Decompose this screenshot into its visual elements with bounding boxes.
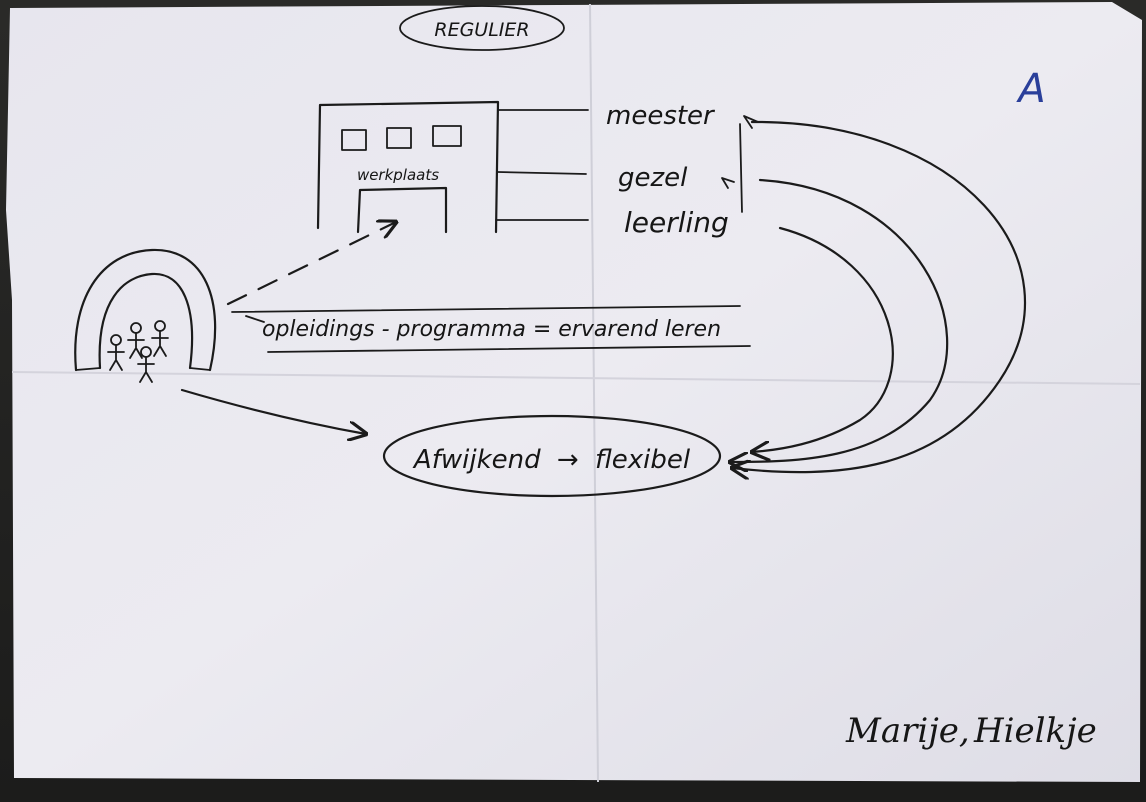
arrow-leerling-outcome xyxy=(752,226,894,452)
level-gezel: gezel xyxy=(618,163,688,193)
program-text: opleidings - programma = ervarend leren xyxy=(262,317,721,342)
dashed-arrow-to-workshop xyxy=(226,222,396,306)
outcome-to: flexibel xyxy=(595,445,691,475)
outcome-text: Afwijkend → flexibel xyxy=(412,445,691,475)
arrow-tunnel-outcome xyxy=(180,388,366,434)
levels-bracket xyxy=(739,123,743,213)
meester-hook xyxy=(743,115,759,129)
connector-gezel xyxy=(497,171,587,175)
workshop-building: werkplaats xyxy=(316,100,500,234)
workshop-door xyxy=(356,186,448,234)
outcome-arrow: → xyxy=(557,445,579,475)
fold-line-vertical xyxy=(589,3,599,783)
arrow-gezel-outcome xyxy=(730,178,949,462)
corner-letter: A xyxy=(1015,66,1045,112)
author-1: Marije, xyxy=(845,711,970,751)
regulier-ellipse xyxy=(399,5,565,51)
arrow-meester-outcome xyxy=(732,120,1027,472)
program-line-top xyxy=(231,305,741,313)
stick-figures xyxy=(107,320,169,383)
fold-line-horizontal xyxy=(11,371,1141,385)
author-2: Hielkje xyxy=(973,711,1097,751)
program-underline xyxy=(267,345,751,353)
program-pointer-line xyxy=(245,315,265,323)
regulier-title: REGULIER xyxy=(434,19,529,41)
gezel-hook xyxy=(721,177,735,189)
outcome-from: Afwijkend xyxy=(412,445,541,475)
outcome-ellipse xyxy=(382,414,722,498)
werkplaats-label: werkplaats xyxy=(357,166,439,184)
paper-sheet xyxy=(6,2,1142,782)
tunnel-arch xyxy=(74,248,217,372)
level-meester: meester xyxy=(606,101,716,131)
level-leerling: leerling xyxy=(624,206,729,239)
